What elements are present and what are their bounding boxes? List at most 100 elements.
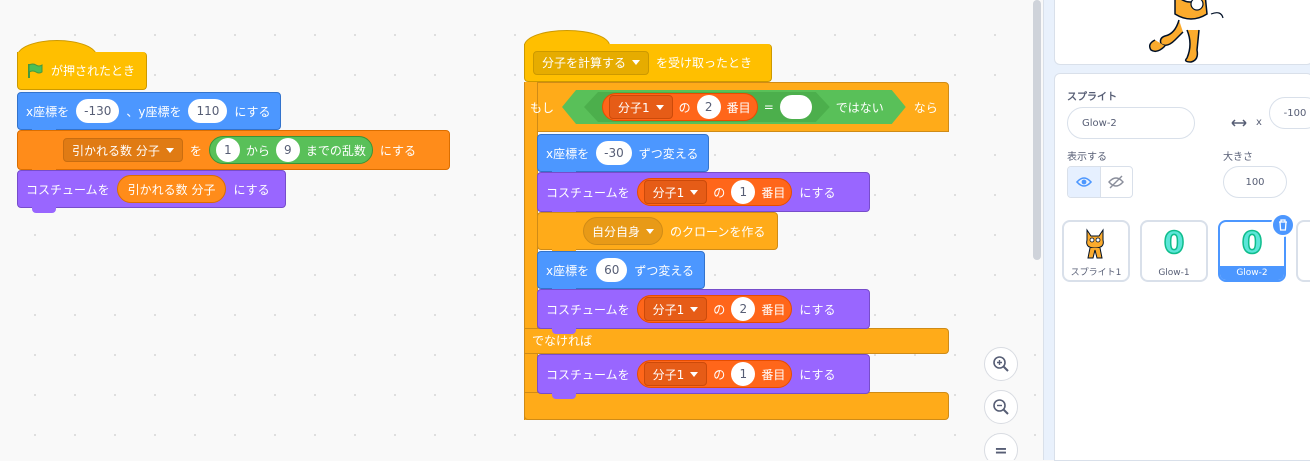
when-broadcast-received-block[interactable]: 分子を計算する を受け取ったとき: [524, 44, 772, 82]
equals-value-input[interactable]: [780, 95, 812, 119]
when-flag-clicked-block[interactable]: が押されたとき: [17, 52, 147, 90]
set-variable-block[interactable]: 引かれる数 分子 を 1 から 9 までの乱数 にする: [17, 130, 450, 175]
goto-suffix: にする: [234, 104, 271, 119]
code-workspace[interactable]: が押されたとき x座標を -130 、y座標を 110 にする 引かれる数 分子…: [0, 0, 1043, 460]
cat-sprite-icon: [1148, 0, 1224, 63]
list-name: 分子1: [652, 367, 685, 382]
show-hidden-button[interactable]: [1101, 167, 1133, 197]
list-item-label: 番目: [761, 302, 786, 317]
zoom-out-button[interactable]: [984, 390, 1018, 424]
sprite-info-pane: スプライト Glow-2 x -100 表示する 大きさ 100: [1054, 73, 1310, 213]
trash-icon: [1279, 219, 1287, 231]
not-operator[interactable]: 分子1 の 2 番目 = ではない: [562, 90, 906, 124]
sprite-panel: スプライト Glow-2 x -100 表示する 大きさ 100: [1043, 0, 1310, 461]
glow-zero-icon: 0: [1163, 225, 1185, 262]
item-of-list-reporter[interactable]: 分子1 の 1 番目: [636, 360, 793, 388]
chevron-down-icon: [690, 189, 699, 195]
changex-label: x座標を: [546, 263, 590, 278]
stage-preview[interactable]: [1054, 0, 1310, 65]
chevron-down-icon: [690, 371, 699, 377]
hat-label: が押されたとき: [51, 64, 136, 78]
costume-suffix: にする: [799, 185, 836, 200]
list-index-input[interactable]: 1: [731, 180, 756, 204]
delete-sprite-button[interactable]: [1271, 213, 1295, 237]
broadcast-hat-label: を受け取ったとき: [656, 56, 753, 70]
clone-target: 自分自身: [592, 224, 641, 239]
zoom-reset-button[interactable]: =: [984, 433, 1018, 460]
list-name: 分子1: [652, 302, 685, 317]
random-reporter[interactable]: 1 から 9 までの乱数: [208, 136, 373, 164]
x-position-input[interactable]: -100: [1269, 97, 1310, 129]
zoom-reset-glyph: =: [994, 440, 1008, 460]
zoom-in-button[interactable]: [984, 347, 1018, 381]
change-x-block-2[interactable]: x座標を 60 ずつ変える: [537, 251, 705, 294]
switch-costume-block-3[interactable]: コスチュームを 分子1 の 1 番目 にする: [537, 354, 870, 399]
equals-operator[interactable]: 分子1 の 2 番目 =: [584, 92, 830, 122]
setvar-suffix: にする: [379, 143, 416, 158]
change-x-block-1[interactable]: x座標を -30 ずつ変える: [537, 134, 709, 177]
goto-y-input[interactable]: 110: [188, 99, 228, 123]
goto-y-label: 、y座標を: [126, 104, 182, 119]
list-dropdown[interactable]: 分子1: [643, 297, 708, 321]
if-label: もし: [530, 100, 555, 115]
list-name: 分子1: [652, 185, 685, 200]
sprite-label: スプライト: [1067, 92, 1117, 103]
glow-zero-icon: 0: [1241, 225, 1263, 262]
sprite-tile-sprite1[interactable]: スプライト1: [1062, 220, 1130, 282]
goto-xy-block[interactable]: x座標を -130 、y座標を 110 にする: [17, 92, 281, 135]
item-of-list-reporter[interactable]: 分子1 の 2 番目: [602, 93, 758, 121]
list-dropdown[interactable]: 分子1: [643, 362, 708, 386]
sprite-tile-label: Glow-2: [1220, 266, 1284, 280]
changex-input[interactable]: -30: [596, 141, 632, 165]
show-toggle-group: [1067, 166, 1133, 198]
list-dropdown[interactable]: 分子1: [643, 180, 708, 204]
item-of-list-reporter[interactable]: 分子1 の 2 番目: [636, 295, 793, 323]
variable-reporter[interactable]: 引かれる数 分子: [116, 175, 227, 203]
changex-suffix: ずつ変える: [638, 146, 699, 161]
random-to-input[interactable]: 9: [275, 138, 300, 162]
workspace-scrollbar[interactable]: [1033, 0, 1041, 260]
list-dropdown[interactable]: 分子1: [609, 95, 673, 119]
goto-x-label: x座標を: [26, 104, 70, 119]
costume-label: コスチュームを: [546, 367, 630, 382]
switch-costume-block[interactable]: コスチュームを 引かれる数 分子 にする: [17, 170, 286, 213]
sprite-tile-label: Glow-1: [1158, 268, 1190, 278]
zoom-out-icon: [993, 399, 1009, 415]
sprite-tile-partial[interactable]: [1296, 220, 1310, 282]
if-arm: [524, 82, 538, 420]
costume-label: コスチュームを: [546, 302, 630, 317]
clone-target-dropdown[interactable]: 自分自身: [583, 217, 664, 245]
variable-dropdown[interactable]: 引かれる数 分子: [63, 138, 183, 162]
size-input[interactable]: 100: [1223, 166, 1287, 198]
sprite-list: スプライト1 0 Glow-1 0 Glow-2: [1054, 211, 1310, 461]
list-index-input[interactable]: 2: [731, 297, 756, 321]
list-of-label: の: [713, 302, 726, 317]
chevron-down-icon: [632, 60, 641, 65]
costume-label: コスチュームを: [546, 185, 630, 200]
show-visible-button[interactable]: [1068, 167, 1101, 197]
eye-icon: [1075, 177, 1092, 187]
chevron-down-icon: [656, 105, 664, 110]
then-label: なら: [913, 100, 938, 115]
list-index-input[interactable]: 2: [697, 95, 721, 119]
green-flag-icon: [28, 63, 43, 78]
list-item-label: 番目: [726, 100, 751, 115]
switch-costume-block-2[interactable]: コスチュームを 分子1 の 2 番目 にする: [537, 289, 870, 334]
show-label: 表示する: [1067, 152, 1107, 163]
switch-costume-block-1[interactable]: コスチュームを 分子1 の 1 番目 にする: [537, 172, 870, 217]
sprite-name-input[interactable]: Glow-2: [1067, 107, 1195, 139]
create-clone-block[interactable]: 自分自身 のクローンを作る: [537, 212, 778, 255]
goto-x-input[interactable]: -130: [76, 99, 120, 123]
chevron-down-icon: [165, 147, 174, 153]
changex-input[interactable]: 60: [596, 258, 628, 282]
list-of-label: の: [713, 367, 726, 382]
chevron-down-icon: [646, 228, 655, 234]
list-item-label: 番目: [761, 185, 786, 200]
message-dropdown[interactable]: 分子を計算する: [533, 50, 650, 75]
item-of-list-reporter[interactable]: 分子1 の 1 番目: [636, 178, 793, 206]
list-index-input[interactable]: 1: [731, 362, 756, 386]
random-from-input[interactable]: 1: [215, 138, 240, 162]
costume-suffix: にする: [233, 182, 270, 197]
eye-slash-icon: [1108, 175, 1125, 189]
sprite-tile-glow-1[interactable]: 0 Glow-1: [1140, 220, 1208, 282]
